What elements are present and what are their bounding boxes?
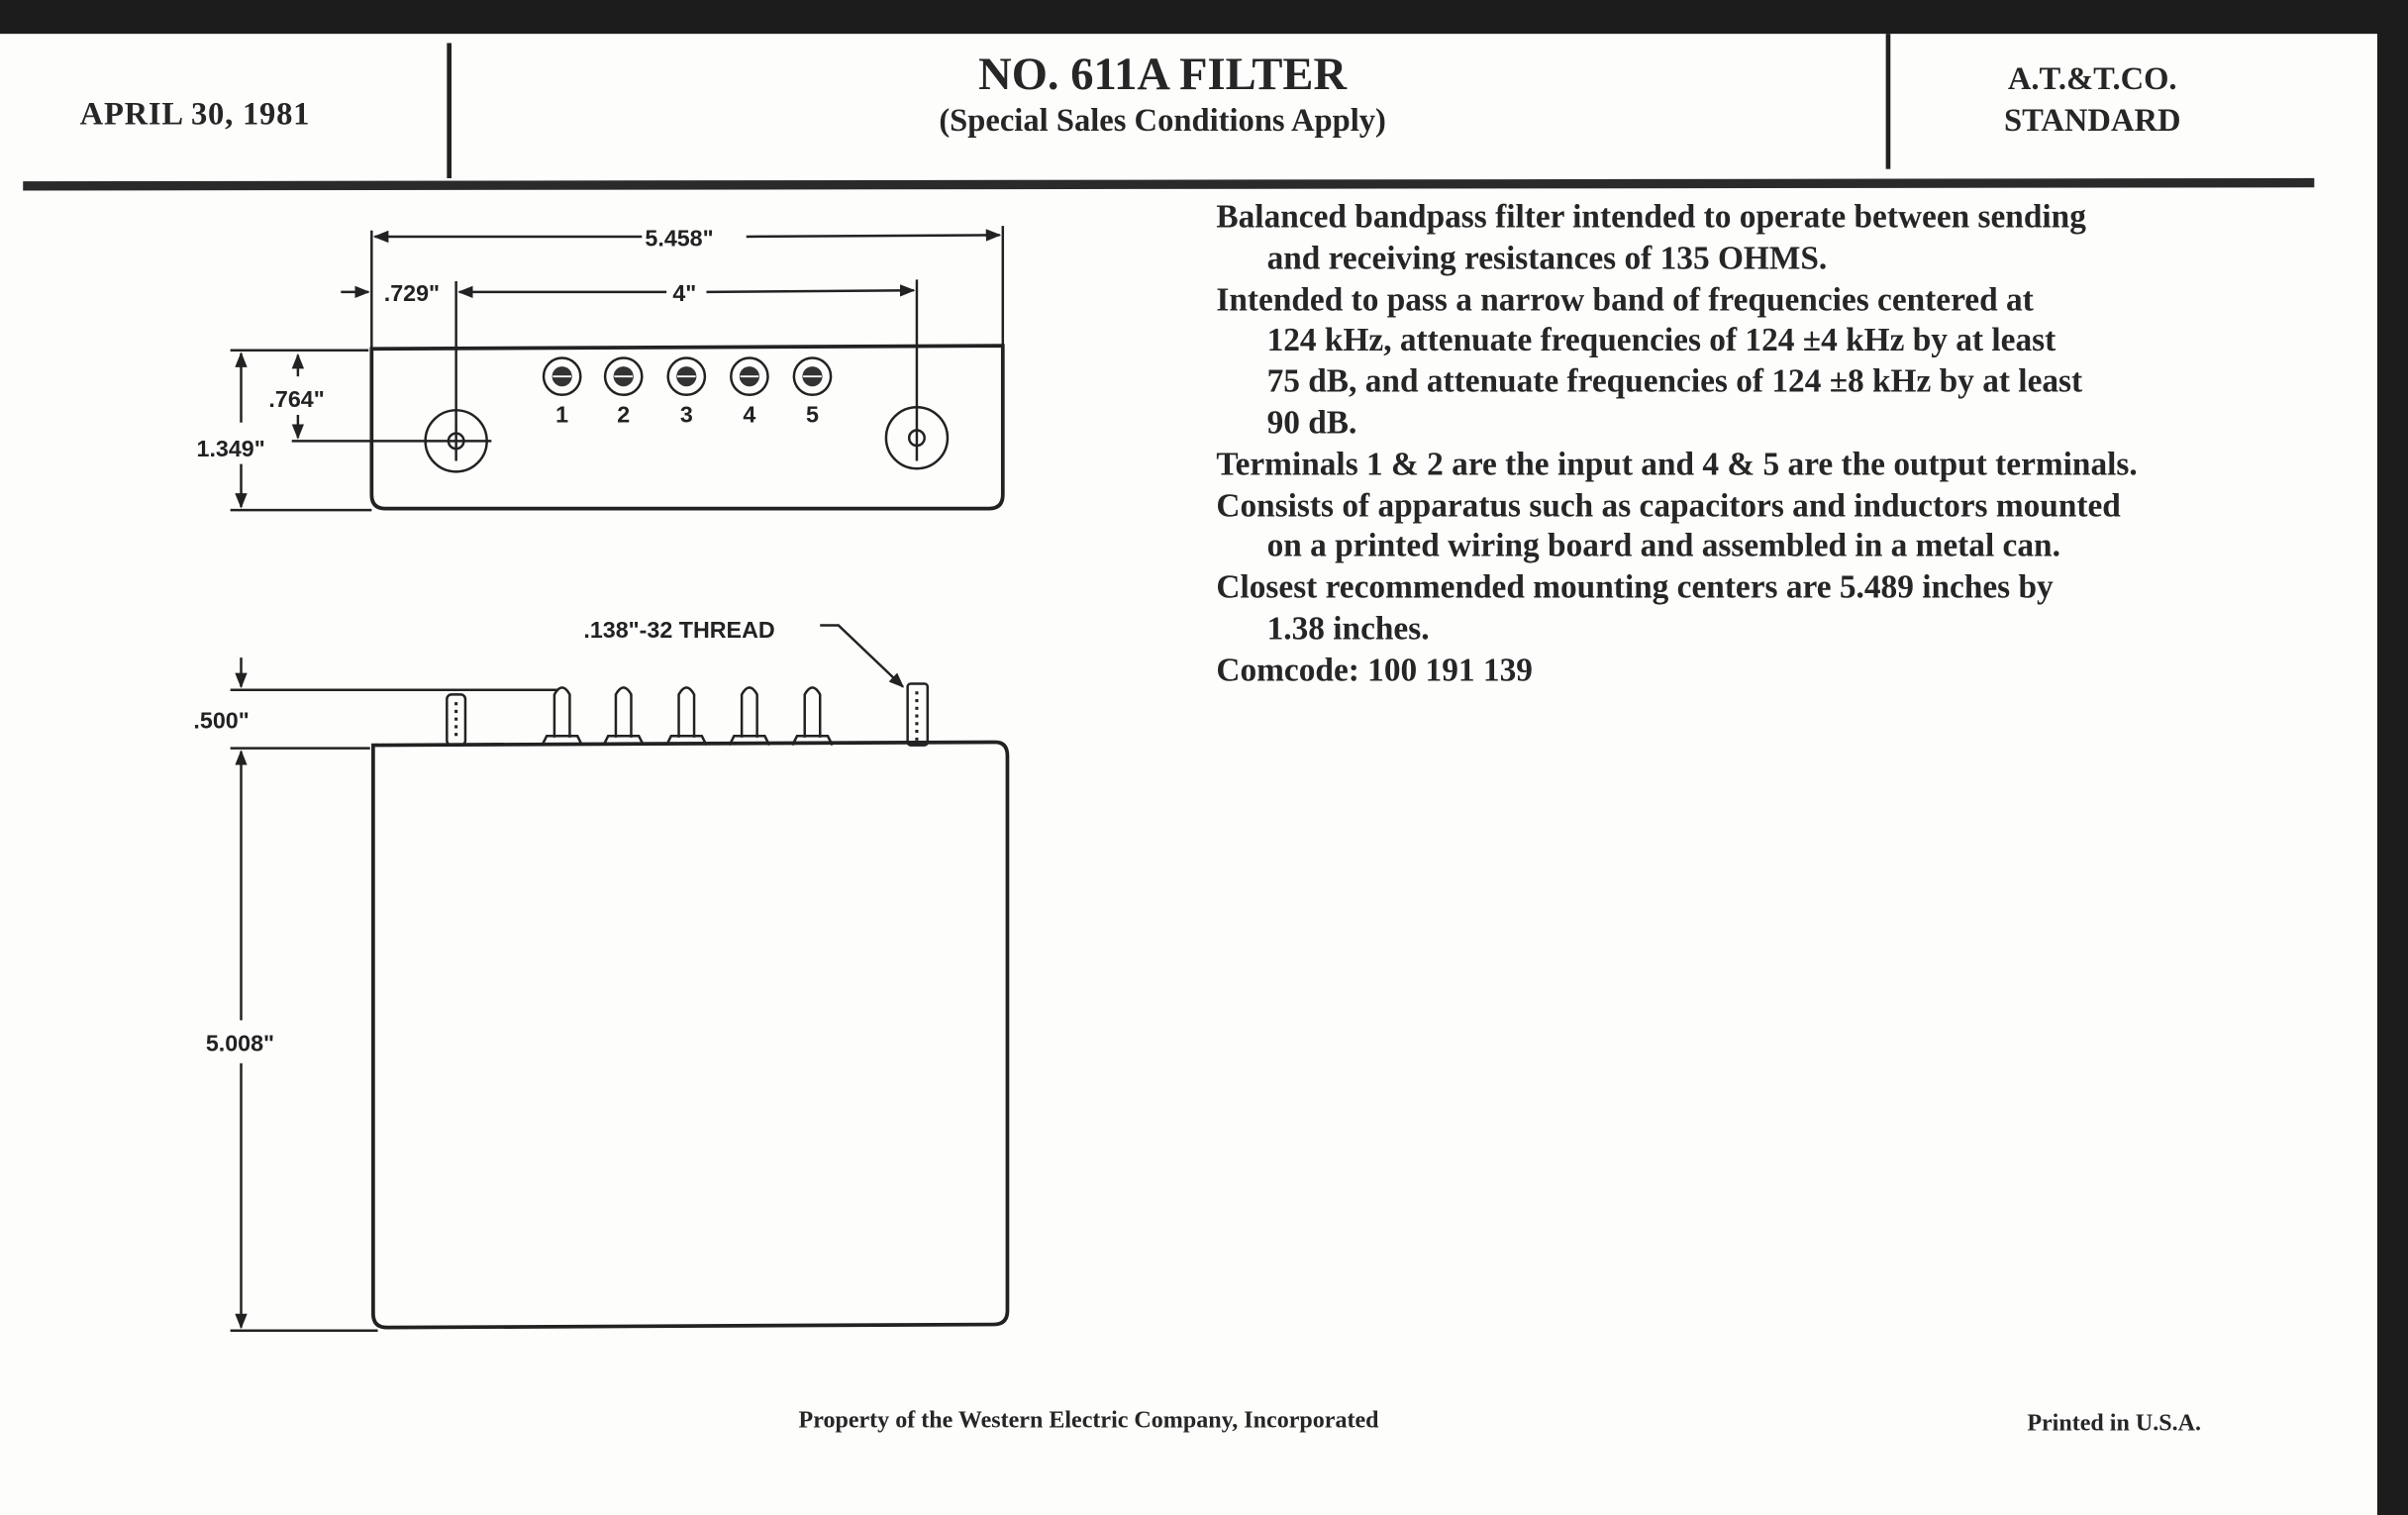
issue-date: APRIL 30, 1981	[79, 95, 311, 133]
thread-note-label: .138"-32 THREAD	[583, 617, 774, 643]
description-line: 124 kHz, attenuate frequencies of 124 ±4…	[1266, 321, 2057, 359]
company-label: A.T.&T.CO.	[2007, 59, 2177, 97]
description-line: Closest recommended mounting centers are…	[1216, 568, 2054, 606]
terminal-number: 1	[555, 402, 568, 428]
terminal-number: 5	[806, 402, 819, 428]
description: Balanced bandpass filter intended to ope…	[1216, 197, 2137, 691]
mounting-hole-right	[884, 405, 950, 470]
description-line: 90 dB.	[1266, 404, 1357, 442]
description-line: and receiving resistances of 135 OHMS.	[1266, 239, 1828, 276]
terminal-pin	[602, 686, 645, 747]
description-line: Consists of apparatus such as capacitors…	[1216, 486, 2121, 524]
property-notice: Property of the Western Electric Company…	[798, 1407, 1379, 1434]
threaded-stud-right	[906, 682, 930, 747]
terminal-number: 3	[680, 402, 693, 428]
terminal-pin	[791, 686, 834, 747]
terminal-pin	[665, 686, 708, 747]
edge-offset-label: .729"	[384, 280, 440, 306]
spec-sheet-page: APRIL 30, 1981 NO. 611A FILTER (Special …	[0, 34, 2377, 1515]
hole-height-label: .764"	[268, 386, 324, 412]
page-title: NO. 611A FILTER	[675, 50, 1649, 102]
description-line: Comcode: 100 191 139	[1216, 651, 1533, 688]
top-view-outline	[369, 344, 1005, 511]
terminal-4: 4	[730, 356, 769, 428]
terminal-5: 5	[792, 356, 833, 428]
standard-label: STANDARD	[2003, 101, 2181, 139]
terminal-pin	[728, 686, 771, 747]
terminal-number: 4	[743, 402, 755, 428]
header-divider	[1885, 34, 1891, 169]
terminal-1: 1	[542, 356, 582, 428]
height-label: 5.008"	[206, 1030, 274, 1056]
printed-notice: Printed in U.S.A.	[2027, 1410, 2201, 1437]
terminal-number: 2	[617, 402, 630, 428]
title-text: NO. 611A FILTER	[978, 49, 1348, 100]
page-subtitle: (Special Sales Conditions Apply)	[939, 101, 1386, 139]
terminal-height-label: .500"	[193, 708, 249, 734]
overall-width-label: 5.458"	[645, 225, 713, 251]
description-line: 1.38 inches.	[1266, 609, 1430, 648]
terminal-pin	[541, 686, 583, 747]
side-view: .138"-32 THREAD .500" 5.008"	[193, 617, 1010, 1333]
description-line: Terminals 1 & 2 are the input and 4 & 5 …	[1216, 445, 2138, 482]
terminal-3: 3	[666, 356, 707, 428]
side-view-outline	[371, 740, 1010, 1330]
top-view: 5.458" .729" 4" 1 2 3 4 5 1.349" .764"	[197, 225, 1005, 512]
description-line: Intended to pass a narrow band of freque…	[1216, 280, 2034, 318]
threaded-stud-left	[446, 693, 467, 747]
header-divider	[447, 43, 452, 178]
description-line: 75 dB, and attenuate frequencies of 124 …	[1266, 362, 2083, 400]
description-line: on a printed wiring board and assembled …	[1266, 527, 2060, 565]
terminal-2: 2	[603, 356, 644, 428]
mount-spacing-label: 4"	[672, 280, 696, 306]
description-line: Balanced bandpass filter intended to ope…	[1216, 198, 2086, 236]
depth-label: 1.349"	[197, 436, 265, 461]
